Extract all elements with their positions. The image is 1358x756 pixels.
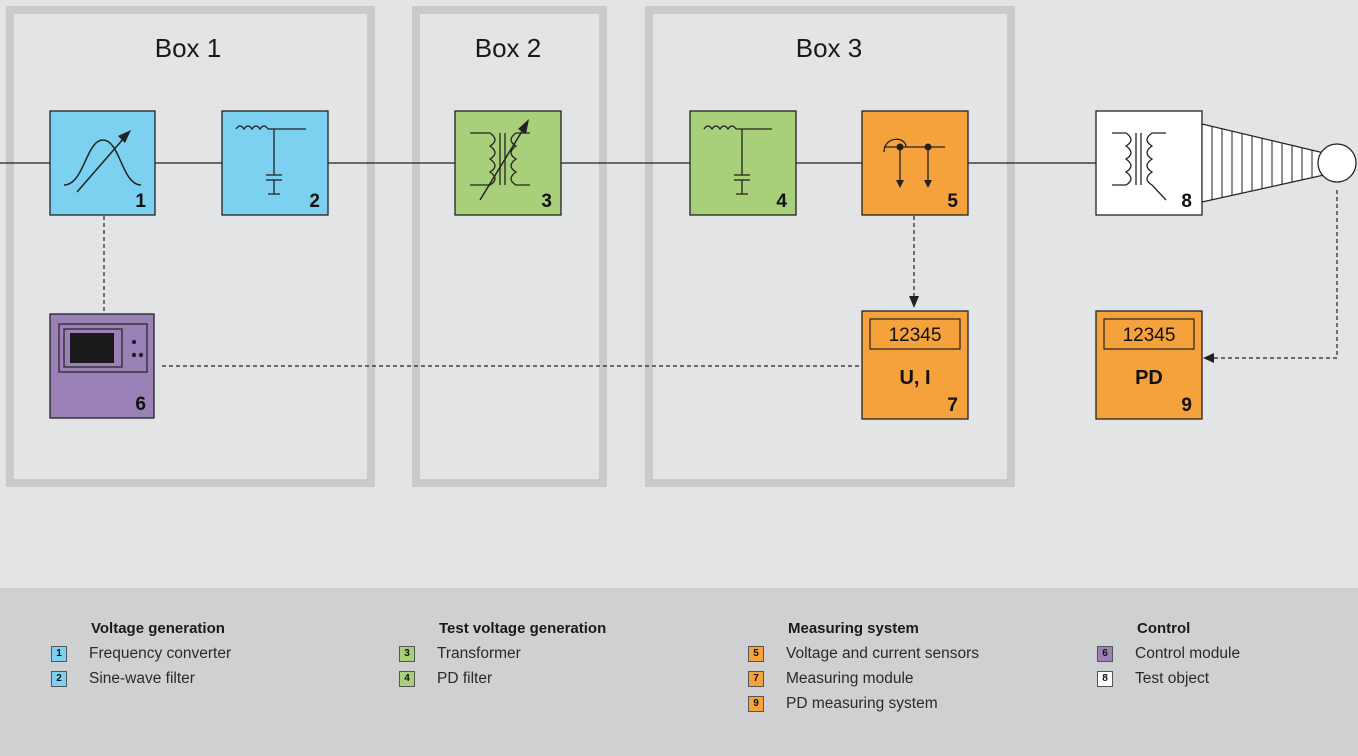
legend-heading: Test voltage generation [439, 620, 607, 637]
legend-swatch: 7 [748, 670, 764, 687]
legend-swatch: 8 [1097, 670, 1113, 687]
box-3-frame [645, 6, 1015, 487]
legend-item: 8 Test object [1097, 667, 1240, 690]
legend-item: 3 Transformer [399, 642, 606, 665]
legend-heading: Measuring system [788, 620, 919, 637]
legend-text: Measuring module [786, 669, 914, 687]
legend-item: 1 Frequency converter [51, 642, 231, 665]
transformer: 3 [454, 110, 562, 216]
legend-swatch: 1 [51, 645, 67, 662]
legend-text: PD filter [437, 669, 493, 687]
legend-group-test-voltage-generation: Test voltage generation 3 Transformer 4 … [399, 618, 606, 690]
legend-item: 2 Sine-wave filter [51, 667, 231, 690]
box-1-label: Box 1 [155, 33, 222, 63]
display-9: 12345 [1123, 325, 1176, 346]
legend-heading: Control [1137, 620, 1191, 637]
legend-item: 4 PD filter [399, 667, 606, 690]
legend-text: PD measuring system [786, 694, 938, 712]
label-8: 8 [1181, 191, 1192, 212]
legend-swatch: 5 [748, 645, 764, 662]
legend-text: Frequency converter [89, 644, 232, 662]
label-2: 2 [309, 191, 320, 212]
label-1: 1 [135, 191, 146, 212]
box-1-frame [6, 6, 375, 487]
legend-item: 7 Measuring module [748, 667, 979, 690]
label-6: 6 [135, 394, 146, 415]
legend-item: 6 Control module [1097, 642, 1240, 665]
module-7-label: U, I [899, 367, 930, 389]
frequency-converter: 1 [49, 110, 156, 216]
legend-text: Test object [1135, 669, 1210, 687]
test-object: 8 [1095, 110, 1357, 216]
legend-swatch: 4 [399, 670, 415, 687]
label-4: 4 [776, 191, 787, 212]
arrow-left [1203, 353, 1214, 363]
module-9-label: PD [1135, 367, 1163, 389]
legend: Voltage generation 1 Frequency converter… [0, 588, 1358, 756]
legend-item: 9 PD measuring system [748, 692, 979, 715]
legend-group-voltage-generation: Voltage generation 1 Frequency converter… [51, 618, 231, 690]
pd-measuring-system: 12345 PD 9 [1095, 310, 1203, 420]
legend-swatch: 3 [399, 645, 415, 662]
arrow-down [909, 296, 919, 308]
legend-swatch: 2 [51, 670, 67, 687]
legend-text: Transformer [437, 644, 521, 662]
box-2-frame [412, 6, 607, 487]
measuring-module: 12345 U, I 7 [861, 310, 969, 420]
legend-group-measuring-system: Measuring system 5 Voltage and current s… [748, 618, 979, 715]
label-9: 9 [1181, 395, 1192, 416]
legend-swatch: 9 [748, 695, 764, 712]
label-3: 3 [541, 191, 552, 212]
vi-sensors: 5 [861, 110, 969, 216]
legend-heading: Voltage generation [91, 620, 225, 637]
legend-swatch: 6 [1097, 645, 1113, 662]
legend-item: 5 Voltage and current sensors [748, 642, 979, 665]
legend-text: Voltage and current sensors [786, 644, 980, 662]
display-7: 12345 [889, 325, 942, 346]
signal-lines [103, 190, 1338, 367]
legend-text: Control module [1135, 644, 1241, 662]
label-7: 7 [947, 395, 958, 416]
label-5: 5 [947, 191, 958, 212]
legend-text: Sine-wave filter [89, 669, 195, 687]
legend-group-control: Control 6 Control module 8 Test object [1097, 618, 1240, 690]
box-3-label: Box 3 [796, 33, 863, 63]
circuit-diagram: Box 1 Box 2 Box 3 1 2 [0, 6, 1357, 487]
sinewave-filter: 2 [221, 110, 329, 216]
control-module: 6 [49, 313, 155, 419]
pd-filter: 4 [689, 110, 797, 216]
box-2-label: Box 2 [475, 33, 542, 63]
